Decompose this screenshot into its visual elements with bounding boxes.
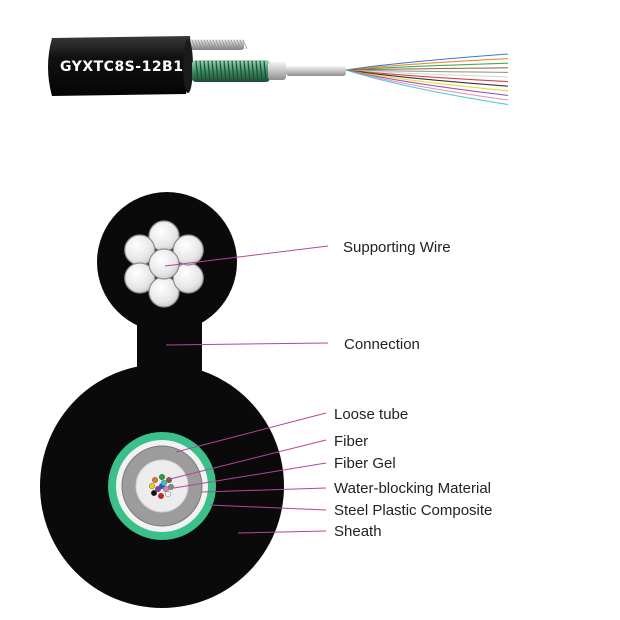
wire-strand-line — [209, 39, 215, 50]
armor-end-band — [268, 62, 286, 80]
fiber-dot — [158, 474, 165, 481]
armor-ridge — [263, 60, 267, 82]
armor-ridge — [259, 60, 263, 82]
wire-strand — [172, 234, 204, 266]
cable-side-view: GYXTC8S-12B1 — [48, 36, 509, 106]
leader-line — [173, 462, 327, 489]
armor-ridge — [235, 60, 239, 82]
fiber-fan — [345, 53, 509, 106]
wire-strand-line — [194, 39, 200, 50]
label-steel-plastic: Steel Plastic Composite — [334, 502, 492, 519]
armor-ridge — [231, 60, 235, 82]
wire-strand-line — [218, 39, 224, 50]
callout-labels: Supporting Wire Connection Loose tube Fi… — [334, 239, 492, 540]
jacket-end-face — [183, 39, 193, 93]
wire-strand-line — [221, 39, 227, 50]
fiber-dot — [164, 491, 171, 498]
wire-strand-line — [224, 39, 230, 50]
label-fiber-gel: Fiber Gel — [334, 455, 396, 472]
loose-tube-side — [286, 66, 346, 76]
wire-strand — [124, 262, 156, 294]
wire-strand-line — [230, 39, 236, 50]
wire-strand-line — [227, 39, 233, 50]
wire-strand-line — [239, 39, 245, 50]
fiber-dot — [167, 484, 174, 491]
cable-jacket — [48, 36, 192, 96]
fiber-dot — [148, 483, 155, 490]
label-fiber: Fiber — [334, 433, 368, 450]
fiber-dot — [154, 486, 161, 493]
armor-ridge — [243, 60, 247, 82]
fiber-cluster — [148, 474, 174, 500]
label-water-blocking: Water-blocking Material — [334, 480, 491, 497]
label-connection: Connection — [344, 336, 420, 353]
armor-ridge — [211, 60, 215, 82]
fiber-strand — [345, 69, 509, 106]
armor-ridge — [239, 60, 243, 82]
fiber-dot — [151, 477, 158, 484]
wire-strand-pattern — [191, 39, 248, 50]
label-sheath: Sheath — [334, 523, 382, 540]
wire-strand-line — [236, 39, 242, 50]
armor-ridge — [207, 60, 211, 82]
leader-line — [201, 487, 327, 493]
supporting-wire-bundle — [118, 218, 210, 310]
armor-ridge — [227, 60, 231, 82]
fiber-dot — [157, 493, 164, 500]
label-supporting-wire: Supporting Wire — [343, 239, 451, 256]
leader-line — [175, 412, 327, 453]
fiber-dot — [162, 486, 169, 493]
wire-strand-center — [148, 248, 180, 280]
label-loose-tube: Loose tube — [334, 406, 408, 423]
armor-ridge — [255, 60, 259, 82]
wire-strand-line — [197, 39, 203, 50]
cable-cross-section — [40, 192, 284, 608]
wire-strand-line — [200, 39, 206, 50]
armor-ridge — [251, 60, 255, 82]
armor-ridge — [199, 60, 203, 82]
leader-line — [237, 530, 327, 534]
wire-strand-line — [242, 39, 248, 50]
armor-ridge — [219, 60, 223, 82]
leader-line — [164, 245, 329, 267]
leader-lines — [164, 245, 329, 534]
armor-ridge — [195, 60, 199, 82]
armor-ridge — [223, 60, 227, 82]
wire-strand-line — [215, 39, 221, 50]
leader-line — [165, 439, 327, 481]
corrugated-armor — [192, 60, 270, 82]
wire-strand-line — [233, 39, 239, 50]
armor-ridge — [215, 60, 219, 82]
wire-strand-line — [203, 39, 209, 50]
leader-line — [209, 504, 327, 511]
fiber-dot — [160, 480, 167, 487]
wire-strand-line — [191, 39, 197, 50]
wire-strand-line — [212, 39, 218, 50]
leader-line — [165, 342, 329, 346]
wire-strand-line — [206, 39, 212, 50]
armor-corrugation — [195, 60, 267, 82]
armor-ridge — [203, 60, 207, 82]
fiber-dot — [150, 490, 157, 497]
armor-ridge — [247, 60, 251, 82]
model-label: GYXTC8S-12B1 — [60, 59, 183, 75]
